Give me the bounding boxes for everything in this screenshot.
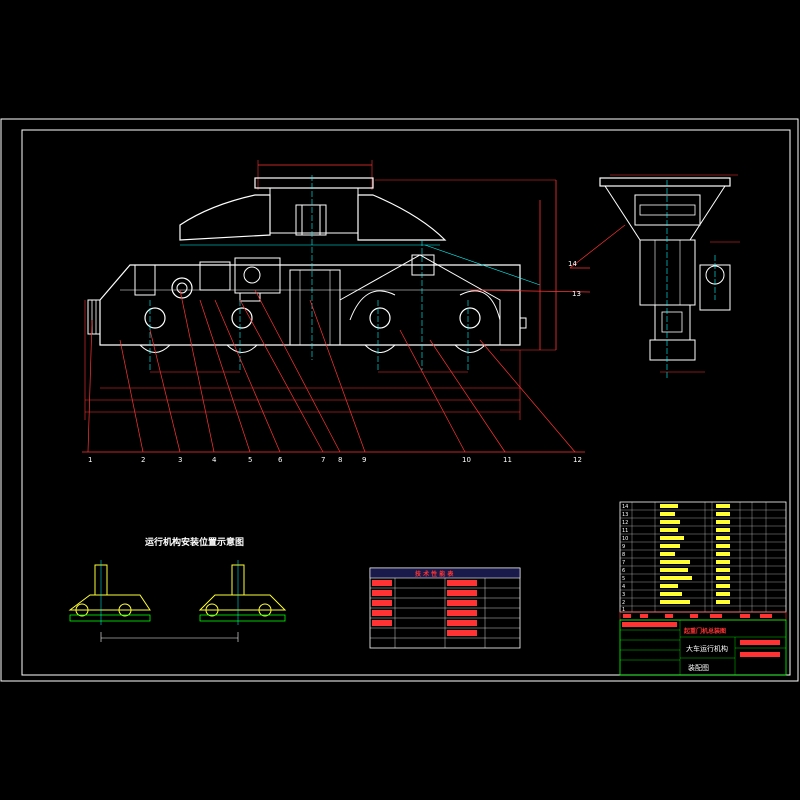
parts-row-14: 14 bbox=[622, 504, 628, 510]
callout-5: 5 bbox=[248, 456, 252, 464]
callout-3: 3 bbox=[178, 456, 182, 464]
callout-1: 1 bbox=[88, 456, 92, 464]
parts-row-12: 12 bbox=[622, 520, 628, 526]
parts-row-10: 10 bbox=[622, 536, 628, 542]
callout-7: 7 bbox=[321, 456, 325, 464]
outer-border bbox=[0, 118, 799, 682]
inner-border bbox=[21, 129, 791, 676]
schematic-left bbox=[68, 560, 151, 625]
callout-9: 9 bbox=[362, 456, 366, 464]
callout-6: 6 bbox=[278, 456, 283, 464]
title-block: 起重门机总装图 大车运行机构 装配图 bbox=[619, 619, 787, 676]
parts-row-5: 5 bbox=[622, 576, 625, 582]
title-block-drawing-type: 装配图 bbox=[688, 663, 709, 672]
side-view bbox=[469, 174, 740, 380]
callout-8: 8 bbox=[338, 456, 342, 464]
title-block-project: 起重门机总装图 bbox=[683, 627, 726, 635]
part-callouts: 1 2 3 4 5 6 7 8 9 10 11 12 bbox=[88, 456, 582, 464]
tech-table-title: 技 术 性 能 表 bbox=[415, 570, 454, 578]
parts-row-11: 11 bbox=[622, 528, 628, 534]
schematic-right bbox=[198, 560, 287, 625]
parts-row-1: 1 bbox=[622, 607, 625, 613]
leader-lines bbox=[82, 289, 585, 453]
parts-row-4: 4 bbox=[622, 584, 625, 590]
callout-4: 4 bbox=[212, 456, 217, 464]
parts-row-7: 7 bbox=[622, 560, 625, 566]
main-elevation-view bbox=[82, 160, 585, 453]
schematic-title: 运行机构安装位置示意图 bbox=[145, 536, 244, 548]
parts-row-6: 6 bbox=[622, 568, 625, 574]
parts-list: 14 13 12 11 10 9 8 7 6 5 4 3 2 1 bbox=[619, 501, 787, 621]
title-block-drawing-name: 大车运行机构 bbox=[686, 644, 728, 653]
callout-11: 11 bbox=[503, 456, 512, 464]
parts-row-9: 9 bbox=[622, 544, 625, 550]
parts-row-3: 3 bbox=[622, 592, 625, 598]
parts-row-8: 8 bbox=[622, 552, 625, 558]
callout-14: 14 bbox=[568, 260, 577, 268]
parts-row-13: 13 bbox=[622, 512, 628, 518]
callout-2: 2 bbox=[141, 456, 145, 464]
parts-row-2: 2 bbox=[622, 600, 625, 606]
tech-performance-table: 技 术 性 能 表 bbox=[369, 567, 521, 649]
installation-schematic: 运行机构安装位置示意图 bbox=[68, 536, 287, 642]
callout-13: 13 bbox=[572, 290, 581, 298]
callout-12: 12 bbox=[573, 456, 582, 464]
callout-10: 10 bbox=[462, 456, 471, 464]
